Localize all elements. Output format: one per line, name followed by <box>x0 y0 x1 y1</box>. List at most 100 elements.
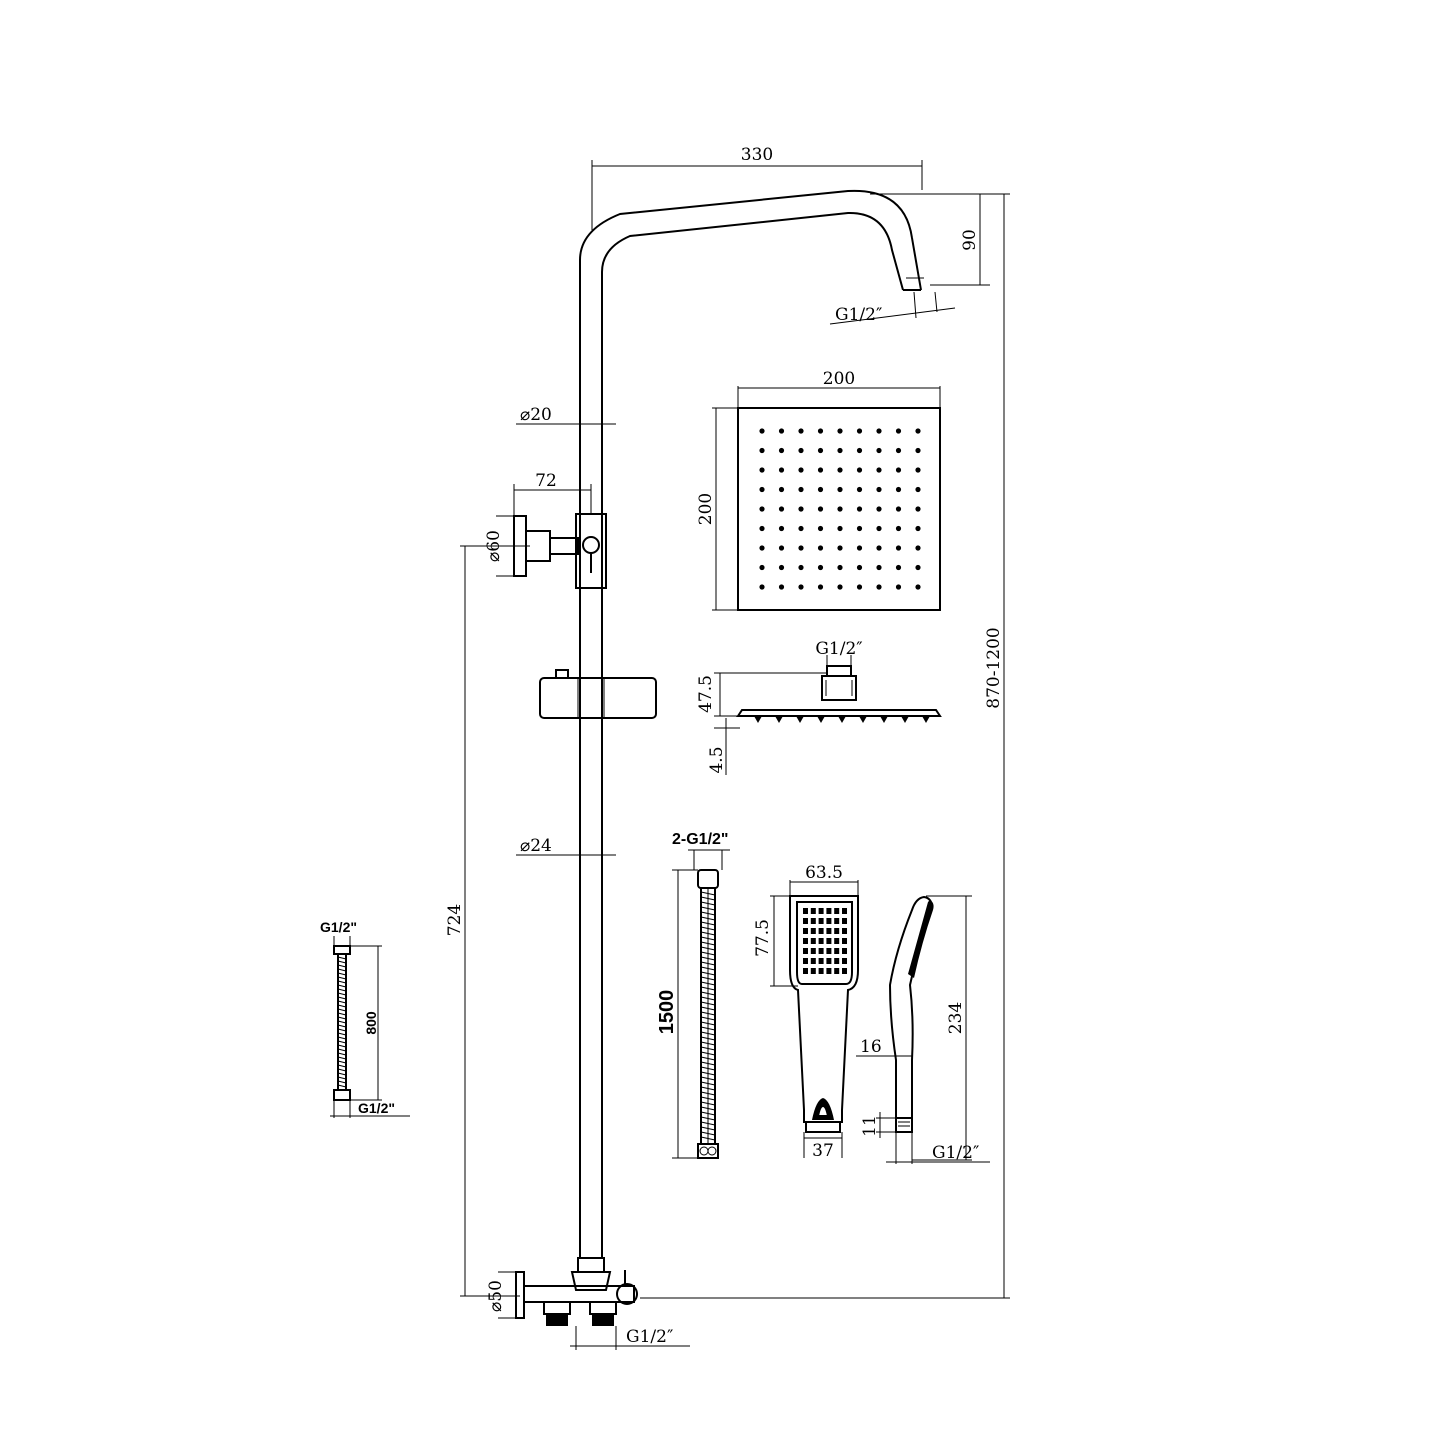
hose-coils <box>700 891 716 1141</box>
flex-coil <box>337 1024 347 1028</box>
nozzle-dot <box>895 447 902 454</box>
handset-nozzle <box>803 908 808 914</box>
flex-coil <box>337 1084 347 1088</box>
flex-coil <box>337 992 347 996</box>
handset-nozzle <box>826 928 832 934</box>
nozzle-tip <box>922 716 930 723</box>
hose-coil <box>700 991 716 996</box>
hose-coil <box>700 946 716 951</box>
hand-shower-side-view: 234 16 11 G1/2″ <box>856 895 990 1164</box>
flex-coil <box>337 1068 347 1072</box>
handset-nozzle <box>826 948 832 954</box>
dim-flex-bottom-thread-label: G1/2" <box>358 1100 395 1116</box>
nozzle-dot <box>895 584 902 590</box>
hose-coil <box>700 896 716 901</box>
dim-flex-top-thread-label: G1/2" <box>320 919 357 935</box>
nozzle-dot <box>759 428 765 434</box>
flex-coil <box>337 976 347 980</box>
dim-handset-length-label: 234 <box>946 1002 966 1034</box>
hose-coil <box>700 921 716 926</box>
dim-base-dia-label: ⌀50 <box>486 1280 506 1312</box>
nozzle-dot <box>895 428 902 434</box>
nozzle-dot <box>817 545 824 551</box>
dim-head-height-label: 200 <box>696 493 716 525</box>
handset-nozzle <box>803 918 808 924</box>
nozzle-dot <box>915 428 921 434</box>
hose-coil <box>700 1111 716 1116</box>
handset-nozzle <box>818 908 824 914</box>
hose-coil <box>700 911 716 916</box>
nozzle-dot <box>798 486 804 493</box>
handset-nozzle <box>818 968 824 974</box>
handset-nozzle <box>842 918 847 924</box>
nozzle-tip <box>859 716 867 723</box>
nozzle-dot <box>837 545 843 551</box>
hose-coil <box>700 1116 716 1121</box>
hose-coil <box>700 1051 716 1056</box>
nozzle-dot <box>876 525 882 532</box>
nozzle-dot <box>856 486 863 493</box>
handset-nozzle <box>834 958 840 964</box>
nozzle-dot <box>817 506 824 512</box>
dim-rail-height-label: 724 <box>445 904 465 936</box>
nozzle-dot <box>895 467 902 473</box>
handset-nozzle <box>818 918 824 924</box>
nozzle-dot <box>895 545 902 551</box>
nozzle-dot <box>837 506 843 512</box>
dim-upper-pipe-label: ⌀20 <box>520 405 552 425</box>
hose-coil <box>700 941 716 946</box>
dim-flex-length-label: 800 <box>363 1011 379 1035</box>
dim-handset-neck-label: 11 <box>860 1115 880 1137</box>
nozzle-dot <box>856 506 863 512</box>
hose-coil <box>700 1096 716 1101</box>
flex-coil <box>337 1060 347 1064</box>
hose-coil <box>700 976 716 981</box>
nozzle-dot <box>817 467 824 473</box>
hose-coil <box>700 1006 716 1011</box>
flex-coil <box>337 1048 347 1052</box>
nozzle-dot <box>837 428 843 434</box>
nozzle-dot <box>759 545 765 551</box>
dim-lower-pipe-label: ⌀24 <box>520 836 552 856</box>
nozzle-dot <box>759 564 765 571</box>
nozzle-dot <box>876 564 882 571</box>
flex-coil <box>337 960 347 964</box>
hose-coil <box>700 1081 716 1086</box>
handset-nozzle <box>842 948 847 954</box>
handset-nozzle <box>826 968 832 974</box>
handset-nozzle <box>842 938 847 944</box>
nozzle-dot <box>895 506 902 512</box>
nozzle-dot <box>915 506 921 512</box>
hose-coil <box>700 1086 716 1091</box>
flex-coil <box>337 968 347 972</box>
nozzle-dot <box>798 525 804 532</box>
shower-head-side-view: G1/2″ 47.5 4.5 <box>696 639 942 775</box>
flex-coil <box>337 980 347 984</box>
nozzle-dot <box>856 467 863 473</box>
nozzle-dot <box>778 564 785 571</box>
flex-coil <box>337 1072 347 1076</box>
flex-coil <box>337 1080 347 1084</box>
hose-coil <box>700 1021 716 1026</box>
nozzle-tip <box>754 716 762 723</box>
nozzle-dot <box>778 525 785 532</box>
flex-coil <box>337 988 347 992</box>
dim-total-height: 870-1200 <box>640 193 1010 1299</box>
flex-coil <box>337 1040 347 1044</box>
nozzle-dot <box>817 428 824 434</box>
diverter-base <box>515 1257 638 1326</box>
flex-coil <box>337 1016 347 1020</box>
nozzle-dot <box>759 467 765 473</box>
dim-lower-pipe: ⌀24 <box>516 836 616 856</box>
nozzle-dot <box>817 486 824 493</box>
hose-coil <box>700 1076 716 1081</box>
dim-handset-head-width-label: 63.5 <box>805 863 843 883</box>
nozzle-dot <box>876 545 882 551</box>
dim-handset-depth-label: 16 <box>860 1037 882 1057</box>
handset-nozzle <box>803 958 808 964</box>
handset-nozzle <box>810 928 816 934</box>
nozzle-dot <box>798 467 804 473</box>
nozzle-dot <box>837 486 843 493</box>
shower-head-top-view: 200 200 <box>696 369 941 611</box>
hose-coil <box>700 1001 716 1006</box>
